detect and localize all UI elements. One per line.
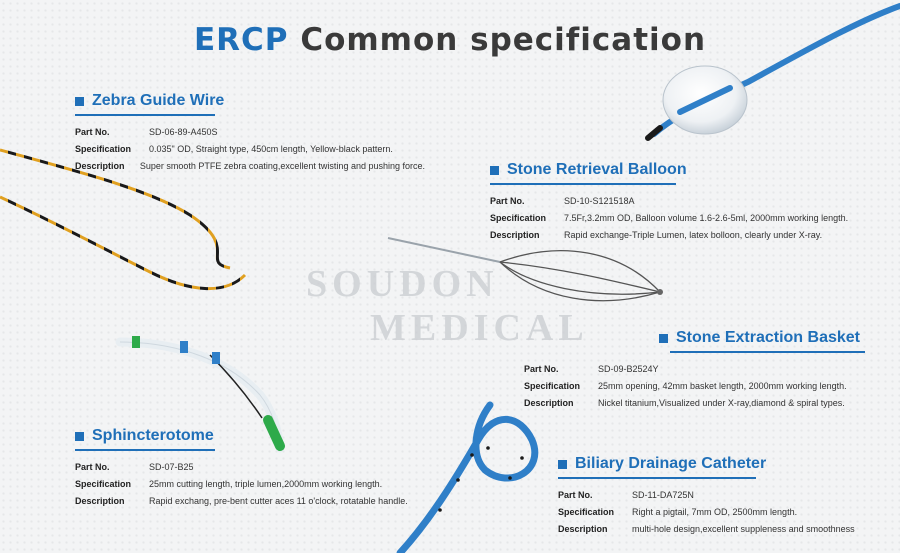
- spec-table: Part No. SD-11-DA725N Specification Right …: [558, 487, 878, 538]
- label-description: Description: [75, 160, 125, 171]
- value-description: multi-hole design,excellent suppleness a…: [632, 523, 855, 534]
- value-specification: 0.035" OD, Straight type, 450cm length, …: [149, 143, 393, 154]
- square-bullet-icon: [558, 459, 567, 469]
- value-part-no: SD-06-89-A450S: [149, 126, 218, 137]
- row-specification: Specification 0.035" OD, Straight type, 4…: [75, 141, 425, 158]
- product-sphincterotome: Sphincterotome Part No. SD-07-B25 Specifi…: [75, 427, 415, 510]
- label-specification: Specification: [75, 143, 132, 154]
- page-title: ERCP Common specification: [0, 22, 900, 58]
- row-description: Description Nickel titanium,Visualized un…: [524, 395, 884, 412]
- row-description: Description Rapid exchange-Triple Lumen, …: [490, 227, 870, 244]
- label-description: Description: [558, 523, 608, 534]
- row-specification: Specification 25mm cutting length, triple…: [75, 476, 415, 493]
- row-part-no: Part No. SD-07-B25: [75, 459, 415, 476]
- basket-illustration: [387, 237, 663, 302]
- row-part-no: Part No. SD-11-DA725N: [558, 487, 878, 504]
- value-part-no: SD-07-B25: [149, 461, 194, 472]
- row-description: Description Rapid exchang, pre-bent cutte…: [75, 493, 415, 510]
- pigtail-stent-illustration: [396, 401, 539, 553]
- label-part-no: Part No.: [75, 126, 110, 137]
- value-specification: 25mm cutting length, triple lumen,2000mm…: [149, 478, 383, 489]
- label-part-no: Part No.: [490, 195, 525, 206]
- spec-table: Part No. SD-10-S121518A Specification 7.5F…: [490, 193, 870, 244]
- product-heading: Stone Retrieval Balloon: [490, 161, 870, 179]
- row-description: Description Super smooth PTFE zebra coati…: [75, 158, 425, 175]
- value-part-no: SD-11-DA725N: [632, 489, 694, 500]
- value-description: Rapid exchange-Triple Lumen, latex bollo…: [564, 229, 823, 240]
- product-stone-extraction-basket: Stone Extraction Basket Part No. SD-09-B2…: [524, 329, 884, 412]
- square-bullet-icon: [490, 165, 499, 175]
- title-rest: Common specification: [300, 22, 707, 58]
- label-part-no: Part No.: [524, 363, 559, 374]
- heading-underline: [75, 114, 215, 116]
- label-description: Description: [490, 229, 540, 240]
- row-specification: Specification 7.5Fr,3.2mm OD, Balloon vol…: [490, 210, 870, 227]
- row-part-no: Part No. SD-06-89-A450S: [75, 124, 425, 141]
- heading-underline: [490, 183, 676, 185]
- row-part-no: Part No. SD-09-B2524Y: [524, 361, 884, 378]
- spec-table: Part No. SD-06-89-A450S Specification 0.03…: [75, 124, 425, 175]
- label-description: Description: [524, 397, 574, 408]
- product-heading: Stone Extraction Basket: [524, 329, 884, 347]
- value-specification: Right a pigtail, 7mm OD, 2500mm length.: [632, 506, 798, 517]
- sphincterotome-illustration: [115, 336, 285, 453]
- product-name: Stone Retrieval Balloon: [507, 161, 687, 178]
- square-bullet-icon: [75, 431, 84, 441]
- value-specification: 7.5Fr,3.2mm OD, Balloon volume 1.6-2.6-5…: [564, 212, 849, 223]
- product-stone-retrieval-balloon: Stone Retrieval Balloon Part No. SD-10-S1…: [490, 161, 870, 244]
- product-zebra-guide-wire: Zebra Guide Wire Part No. SD-06-89-A450S …: [75, 92, 425, 175]
- label-specification: Specification: [490, 212, 547, 223]
- spec-table: Part No. SD-09-B2524Y Specification 25mm o…: [524, 361, 884, 412]
- product-name: Biliary Drainage Catheter: [575, 455, 767, 472]
- row-description: Description multi-hole design,excellent s…: [558, 521, 878, 538]
- value-description: Nickel titanium,Visualized under X-ray,d…: [598, 397, 845, 408]
- watermark-line-2: MEDICAL: [370, 307, 589, 349]
- product-name: Stone Extraction Basket: [675, 329, 860, 346]
- watermark-line-1: SOUDON: [306, 263, 499, 305]
- product-biliary-drainage-catheter: Biliary Drainage Catheter Part No. SD-11-…: [558, 455, 878, 538]
- row-specification: Specification 25mm opening, 42mm basket l…: [524, 378, 884, 395]
- row-specification: Specification Right a pigtail, 7mm OD, 25…: [558, 504, 878, 521]
- heading-underline: [75, 449, 215, 451]
- value-part-no: SD-10-S121518A: [564, 195, 635, 206]
- balloon-catheter-illustration: [645, 3, 900, 141]
- label-specification: Specification: [558, 506, 615, 517]
- product-name: Zebra Guide Wire: [92, 92, 225, 109]
- label-description: Description: [75, 495, 125, 506]
- row-part-no: Part No. SD-10-S121518A: [490, 193, 870, 210]
- product-heading: Zebra Guide Wire: [75, 92, 425, 110]
- label-specification: Specification: [524, 380, 581, 391]
- value-specification: 25mm opening, 42mm basket length, 2000mm…: [598, 380, 847, 391]
- heading-underline: [670, 351, 865, 353]
- value-part-no: SD-09-B2524Y: [598, 363, 659, 374]
- label-specification: Specification: [75, 478, 132, 489]
- label-part-no: Part No.: [75, 461, 110, 472]
- product-heading: Sphincterotome: [75, 427, 415, 445]
- value-description: Rapid exchang, pre-bent cutter aces 11 o…: [149, 495, 408, 506]
- label-part-no: Part No.: [558, 489, 593, 500]
- value-description: Super smooth PTFE zebra coating,excellen…: [139, 160, 425, 171]
- square-bullet-icon: [75, 96, 84, 106]
- product-heading: Biliary Drainage Catheter: [558, 455, 878, 473]
- heading-underline: [558, 477, 756, 479]
- guide-wire-illustration: [0, 148, 247, 291]
- product-name: Sphincterotome: [92, 427, 214, 444]
- square-bullet-icon: [658, 333, 668, 343]
- spec-table: Part No. SD-07-B25 Specification 25mm cutt…: [75, 459, 415, 510]
- title-accent: ERCP: [193, 22, 289, 58]
